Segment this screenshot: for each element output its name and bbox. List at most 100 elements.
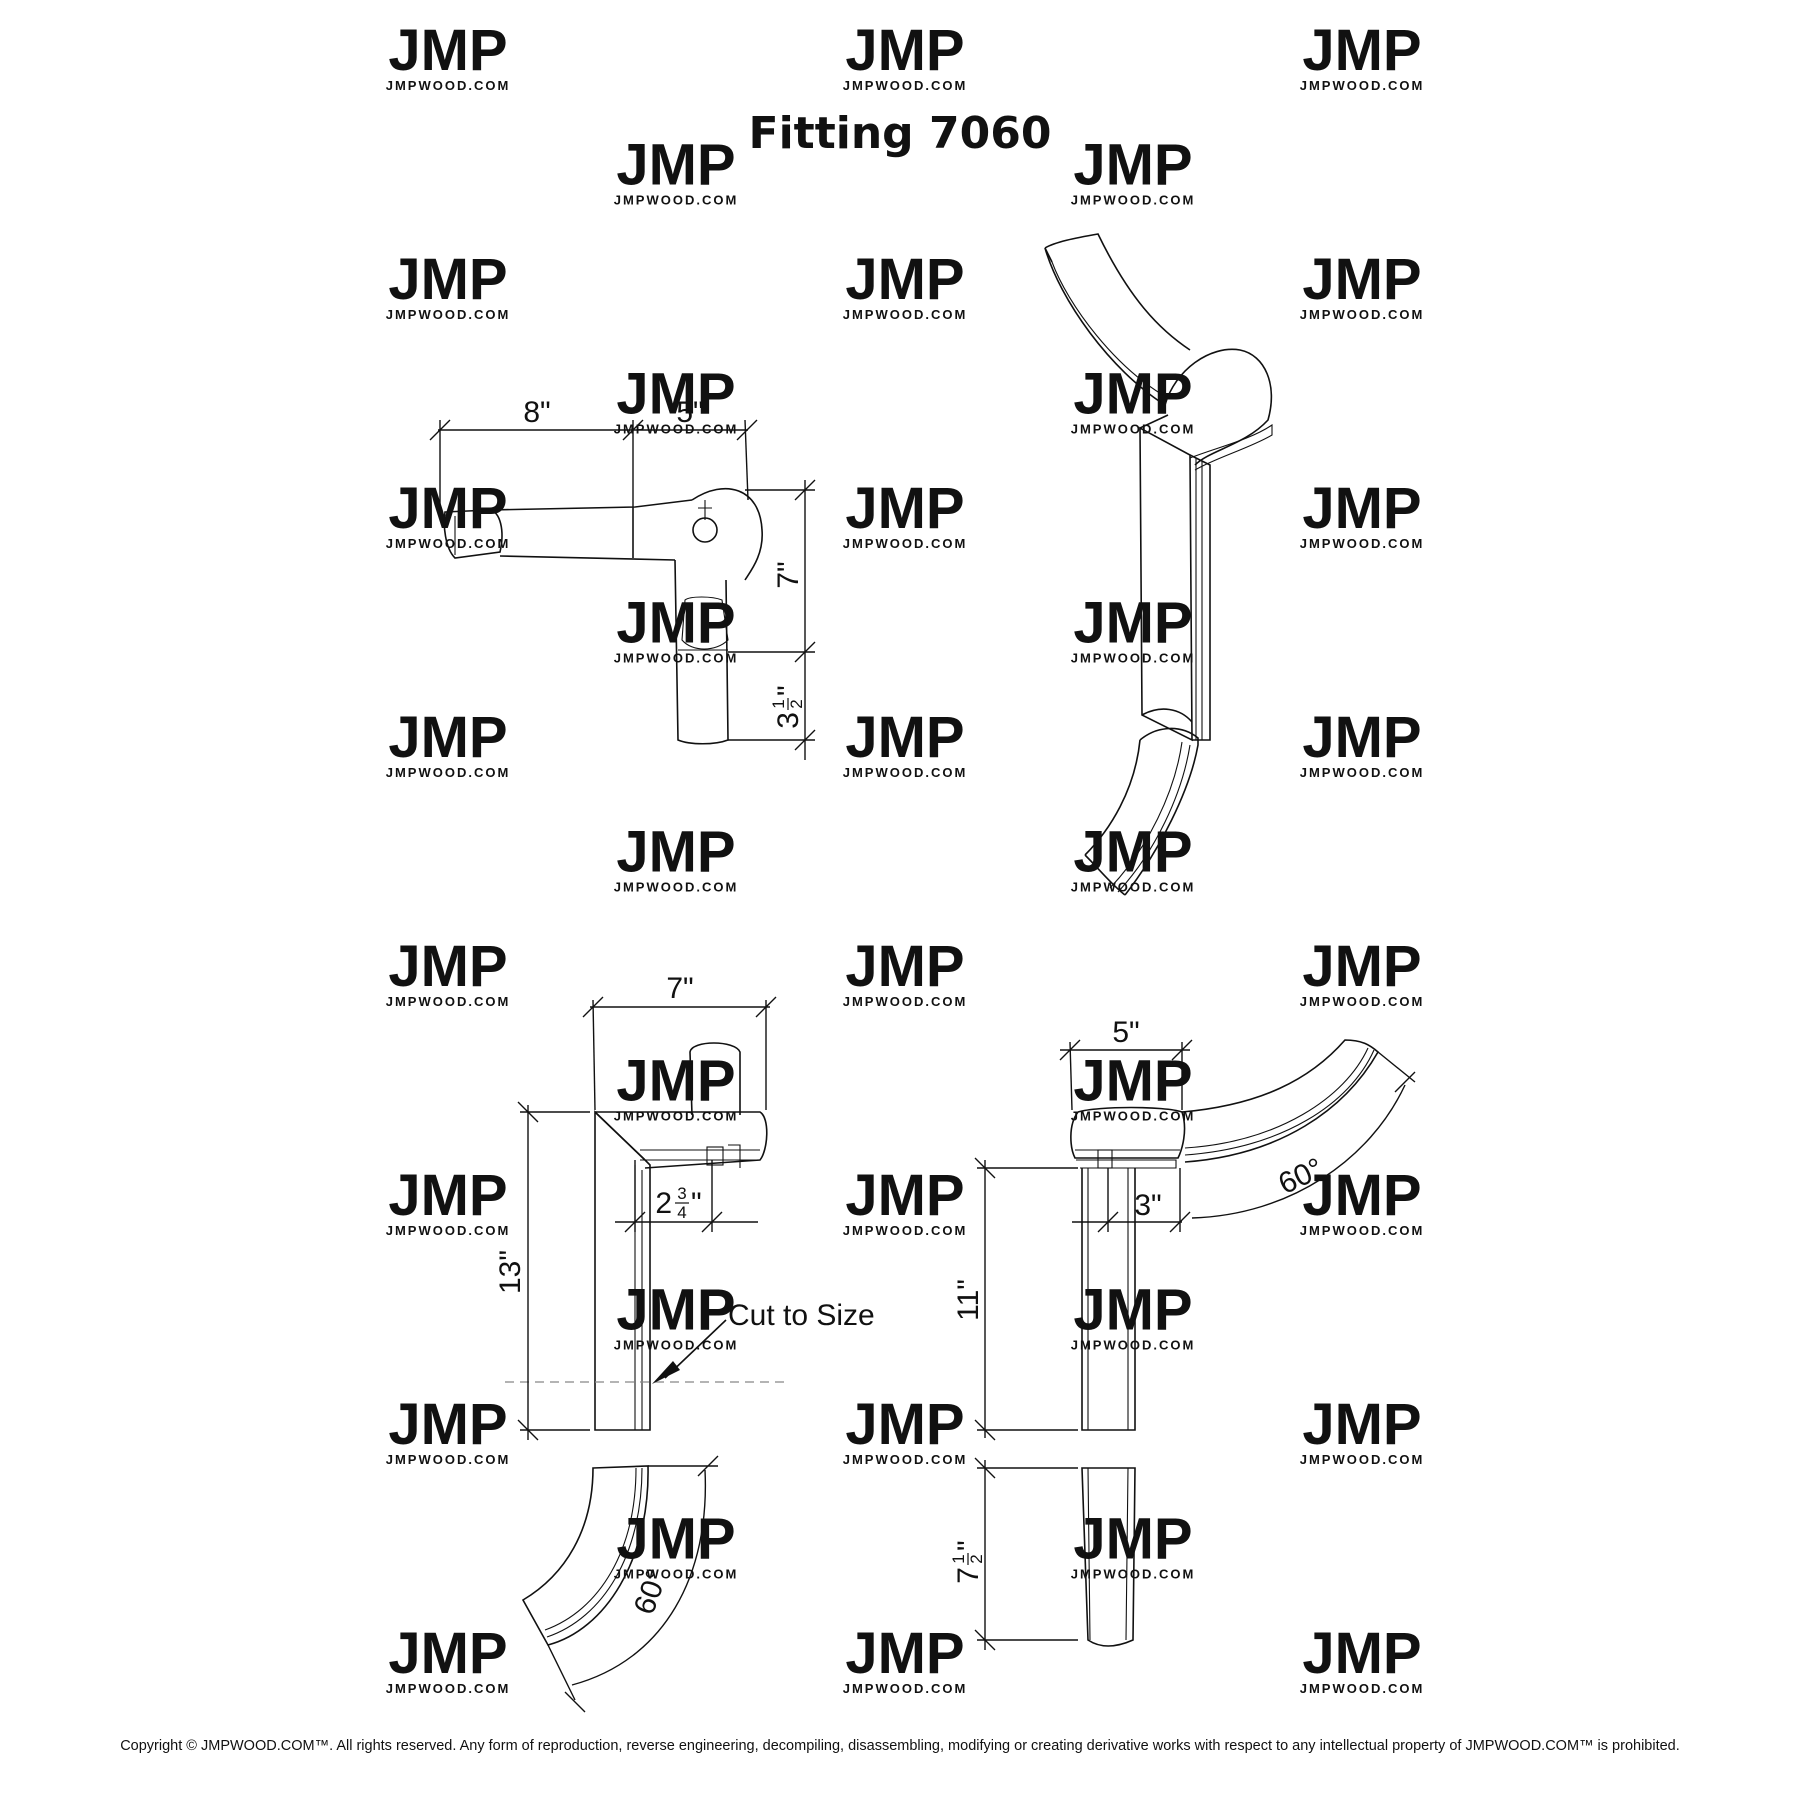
svg-text:JMP: JMP bbox=[845, 1392, 964, 1457]
svg-text:JMPWOOD.COM: JMPWOOD.COM bbox=[614, 193, 739, 208]
svg-text:JMP: JMP bbox=[388, 18, 507, 83]
side-dim-5: 5" bbox=[1112, 1016, 1139, 1049]
svg-text:JMPWOOD.COM: JMPWOOD.COM bbox=[614, 1338, 739, 1353]
side-post bbox=[1081, 1168, 1136, 1431]
svg-text:JMP: JMP bbox=[616, 362, 735, 427]
side-dim-7-half: 7 1 2 " bbox=[949, 1540, 986, 1583]
iso-cap bbox=[1164, 348, 1273, 466]
svg-text:JMP: JMP bbox=[1302, 247, 1421, 312]
svg-text:JMPWOOD.COM: JMPWOOD.COM bbox=[386, 307, 511, 322]
svg-text:JMPWOOD.COM: JMPWOOD.COM bbox=[386, 994, 511, 1009]
side-lower-post bbox=[1081, 1467, 1136, 1647]
svg-text:1: 1 bbox=[949, 1554, 968, 1563]
svg-text:JMPWOOD.COM: JMPWOOD.COM bbox=[386, 1223, 511, 1238]
svg-text:JMPWOOD.COM: JMPWOOD.COM bbox=[1071, 193, 1196, 208]
svg-text:3: 3 bbox=[772, 712, 805, 729]
front-view: Cut to Size 7" 13" 2 3 4 " 60° bbox=[494, 972, 875, 1713]
svg-text:JMPWOOD.COM: JMPWOOD.COM bbox=[843, 78, 968, 93]
svg-text:JMP: JMP bbox=[1302, 1621, 1421, 1686]
iso-lower-rail bbox=[1124, 727, 1199, 896]
svg-text:JMP: JMP bbox=[1302, 934, 1421, 999]
isometric-view bbox=[1044, 233, 1273, 896]
svg-text:JMPWOOD.COM: JMPWOOD.COM bbox=[1071, 1567, 1196, 1582]
svg-text:JMPWOOD.COM: JMPWOOD.COM bbox=[1071, 651, 1196, 666]
front-dim-7: 7" bbox=[666, 972, 693, 1005]
svg-text:JMPWOOD.COM: JMPWOOD.COM bbox=[1071, 422, 1196, 437]
svg-text:JMP: JMP bbox=[845, 476, 964, 541]
svg-text:JMP: JMP bbox=[616, 1049, 735, 1114]
svg-text:JMP: JMP bbox=[1302, 476, 1421, 541]
svg-text:JMP: JMP bbox=[388, 476, 507, 541]
top-cap-outline bbox=[691, 487, 763, 581]
svg-text:JMP: JMP bbox=[1073, 591, 1192, 656]
svg-text:JMP: JMP bbox=[1302, 1392, 1421, 1457]
svg-text:JMPWOOD.COM: JMPWOOD.COM bbox=[1300, 1681, 1425, 1696]
svg-text:JMP: JMP bbox=[845, 1621, 964, 1686]
front-post-top bbox=[689, 1042, 741, 1116]
svg-text:2: 2 bbox=[967, 1554, 986, 1563]
svg-text:JMP: JMP bbox=[1302, 18, 1421, 83]
svg-text:JMPWOOD.COM: JMPWOOD.COM bbox=[386, 765, 511, 780]
top-rail-lower-edge bbox=[499, 555, 676, 561]
svg-text:JMP: JMP bbox=[1073, 133, 1192, 198]
svg-text:JMP: JMP bbox=[1073, 362, 1192, 427]
svg-text:JMP: JMP bbox=[845, 18, 964, 83]
svg-text:JMPWOOD.COM: JMPWOOD.COM bbox=[614, 880, 739, 895]
front-dim-13: 13" bbox=[494, 1250, 527, 1294]
svg-text:JMPWOOD.COM: JMPWOOD.COM bbox=[614, 1567, 739, 1582]
svg-text:JMP: JMP bbox=[1073, 1507, 1192, 1572]
svg-text:JMPWOOD.COM: JMPWOOD.COM bbox=[1300, 1223, 1425, 1238]
svg-text:JMPWOOD.COM: JMPWOOD.COM bbox=[1071, 1109, 1196, 1124]
top-bolt-hole bbox=[692, 517, 718, 543]
svg-text:JMPWOOD.COM: JMPWOOD.COM bbox=[1300, 78, 1425, 93]
svg-text:2: 2 bbox=[787, 699, 806, 708]
svg-text:4: 4 bbox=[677, 1203, 686, 1222]
svg-text:JMPWOOD.COM: JMPWOOD.COM bbox=[843, 536, 968, 551]
svg-text:JMPWOOD.COM: JMPWOOD.COM bbox=[843, 765, 968, 780]
svg-text:JMPWOOD.COM: JMPWOOD.COM bbox=[1300, 994, 1425, 1009]
svg-text:JMP: JMP bbox=[388, 934, 507, 999]
svg-text:JMP: JMP bbox=[845, 705, 964, 770]
svg-text:JMPWOOD.COM: JMPWOOD.COM bbox=[614, 422, 739, 437]
svg-text:2: 2 bbox=[655, 1187, 672, 1220]
svg-text:JMPWOOD.COM: JMPWOOD.COM bbox=[1300, 536, 1425, 551]
svg-text:JMPWOOD.COM: JMPWOOD.COM bbox=[843, 994, 968, 1009]
front-angle-arc bbox=[571, 1469, 707, 1686]
svg-text:JMP: JMP bbox=[388, 1392, 507, 1457]
svg-text:JMPWOOD.COM: JMPWOOD.COM bbox=[386, 78, 511, 93]
svg-text:JMP: JMP bbox=[388, 247, 507, 312]
svg-text:JMP: JMP bbox=[388, 1163, 507, 1228]
top-rail-end bbox=[443, 509, 503, 559]
svg-text:JMP: JMP bbox=[616, 820, 735, 885]
svg-text:JMP: JMP bbox=[845, 934, 964, 999]
svg-text:JMP: JMP bbox=[1073, 1278, 1192, 1343]
front-cap bbox=[595, 1111, 768, 1169]
copyright-footer: Copyright © JMPWOOD.COM™. All rights res… bbox=[120, 1738, 1680, 1754]
